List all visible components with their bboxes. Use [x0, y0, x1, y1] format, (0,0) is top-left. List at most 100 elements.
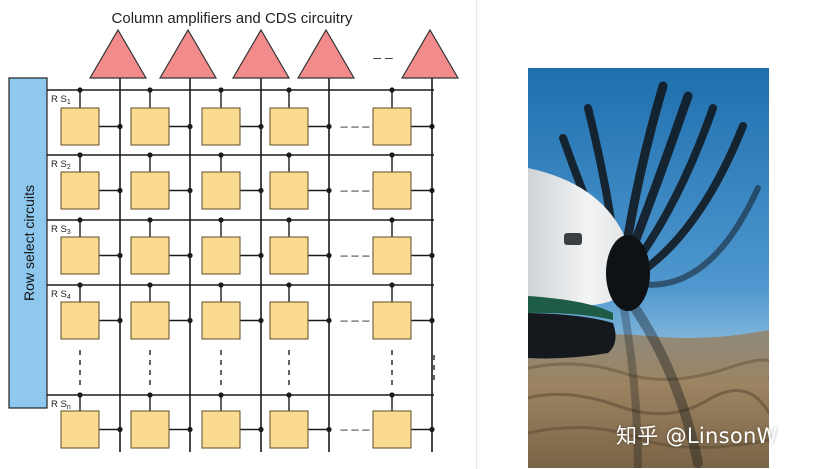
output-junction-dot: [258, 252, 264, 259]
select-junction-dot: [218, 152, 224, 158]
image-sensor-diagram: Column amplifiers and CDS circuitry Row …: [8, 10, 460, 452]
output-junction-dot: [258, 426, 264, 433]
pixel-cell: [372, 301, 412, 340]
pixel-cell: [60, 410, 100, 449]
output-junction-dot: [187, 317, 193, 324]
wing-leading-edge: [528, 313, 616, 359]
row-ellipsis: – – –: [341, 422, 371, 437]
output-junction-dot: [117, 123, 123, 130]
select-junction-dot: [286, 152, 292, 158]
row-select-label-2: R S2: [51, 159, 71, 171]
output-junction-dot: [187, 123, 193, 130]
propeller-photo: [528, 68, 769, 468]
pixel-array: [60, 107, 412, 449]
amplifier-4: [296, 28, 356, 79]
amplifier-1: [88, 28, 148, 79]
output-junction-dot: [117, 317, 123, 324]
output-junction-dot: [117, 252, 123, 259]
pixel-cell: [201, 236, 241, 275]
select-junction-dot: [147, 392, 153, 398]
output-junction-dot: [117, 187, 123, 194]
pixel-cell: [60, 301, 100, 340]
output-junction-dot: [187, 252, 193, 259]
pixel-cell: [372, 107, 412, 146]
pixel-cell: [60, 107, 100, 146]
select-junction-dot: [147, 282, 153, 288]
ellipsis-marks: – – – – – – – – – – – – – – – – –: [79, 49, 435, 437]
select-junction-dot: [218, 217, 224, 223]
output-junction-dot: [258, 317, 264, 324]
select-junction-dot: [389, 217, 395, 223]
select-junction-dot: [286, 392, 292, 398]
pixel-cell: [130, 410, 170, 449]
row-select-label-1: R S1: [51, 94, 71, 106]
amplifier-2: [158, 28, 218, 79]
pixel-cell: [201, 107, 241, 146]
select-junction-dot: [147, 87, 153, 93]
propeller-hub: [606, 235, 650, 311]
pixel-cell: [60, 171, 100, 210]
select-junction-dot: [77, 392, 83, 398]
select-junction-dot: [77, 152, 83, 158]
output-junction-dot: [187, 187, 193, 194]
select-junction-dot: [286, 87, 292, 93]
select-junction-dot: [77, 217, 83, 223]
pixel-cell: [130, 301, 170, 340]
output-junction-dot: [429, 187, 435, 194]
pixel-cell: [372, 236, 412, 275]
select-junction-dot: [286, 217, 292, 223]
output-junction-dot: [187, 426, 193, 433]
pixel-cell: [269, 107, 309, 146]
select-junction-dot: [218, 282, 224, 288]
vent: [564, 233, 582, 245]
amplifier-3: [231, 28, 291, 79]
row-ellipsis: – – –: [341, 248, 371, 263]
row-select-labels: R S1R S2R S3R S4R Sn: [51, 94, 71, 411]
pixel-cell: [269, 410, 309, 449]
output-junction-dot: [326, 252, 332, 259]
row-ellipsis: – – –: [341, 119, 371, 134]
select-junction-dot: [389, 392, 395, 398]
pixel-cell: [201, 171, 241, 210]
pixel-cell: [130, 171, 170, 210]
pixel-cell: [130, 236, 170, 275]
select-junction-dot: [77, 87, 83, 93]
select-junction-dot: [147, 152, 153, 158]
pixel-cell: [60, 236, 100, 275]
output-junction-dot: [117, 426, 123, 433]
output-junction-dot: [326, 317, 332, 324]
output-junction-dot: [326, 123, 332, 130]
row-select-circuits-box: [8, 77, 48, 409]
pixel-cell: [130, 107, 170, 146]
wing-stripe: [528, 296, 613, 320]
pixel-cell: [269, 301, 309, 340]
select-junction-dot: [218, 392, 224, 398]
output-junction-dot: [429, 426, 435, 433]
column-amplifiers: [88, 28, 460, 79]
select-junction-dot: [389, 152, 395, 158]
select-junction-dot: [218, 87, 224, 93]
select-junction-dot: [389, 87, 395, 93]
pixel-cell: [201, 301, 241, 340]
row-ellipsis: – – –: [341, 183, 371, 198]
row-ellipsis: – – –: [341, 313, 371, 328]
row-select-label: Row select circuits: [21, 185, 37, 301]
wiring: [47, 74, 434, 452]
amplifier-5: [400, 28, 460, 79]
pixel-cell: [372, 410, 412, 449]
row-select-label-4: R S4: [51, 289, 71, 301]
output-junction-dot: [326, 187, 332, 194]
watermark-text: 知乎 @LinsonW: [616, 424, 778, 448]
row-select-label-3: R S3: [51, 224, 71, 236]
amp-ellipsis: – –: [373, 49, 393, 65]
select-junction-dot: [77, 282, 83, 288]
output-junction-dot: [429, 317, 435, 324]
pixel-cell: [201, 410, 241, 449]
select-junction-dot: [389, 282, 395, 288]
junction-dots: [77, 87, 435, 433]
pixel-cell: [372, 171, 412, 210]
output-junction-dot: [258, 187, 264, 194]
select-junction-dot: [147, 217, 153, 223]
output-junction-dot: [429, 123, 435, 130]
output-junction-dot: [429, 252, 435, 259]
